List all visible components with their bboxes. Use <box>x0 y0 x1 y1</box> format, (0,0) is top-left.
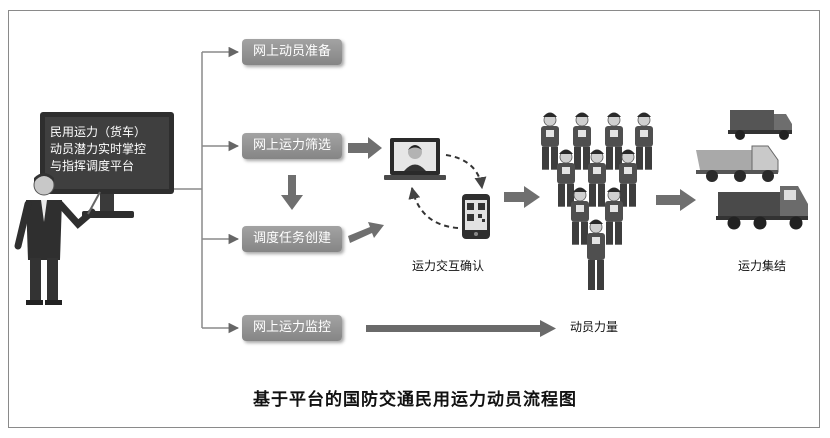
branch-connectors <box>174 46 240 334</box>
presenter-figure-icon <box>14 173 101 305</box>
screen-line-1: 民用运力（货车） <box>50 125 147 139</box>
label-mobilized-force: 动员力量 <box>569 320 618 334</box>
dump-truck-medium-icon <box>696 145 779 182</box>
label-capacity-assembly: 运力集结 <box>737 259 786 273</box>
arrow-to-force <box>504 186 540 208</box>
label-capacity-interaction: 运力交互确认 <box>411 259 484 273</box>
soldier-icon <box>587 219 605 290</box>
mobilized-force-group <box>541 112 653 290</box>
cargo-truck-large-icon <box>716 186 808 230</box>
screen-line-2: 动员潜力实时掌控 <box>50 142 147 156</box>
dump-truck-small-icon <box>728 110 792 140</box>
flow-arrows <box>281 137 696 243</box>
soldier-icon <box>619 149 637 207</box>
screen-line-3: 与指挥调度平台 <box>50 159 135 173</box>
soldier-icon <box>571 187 589 245</box>
step-online-capacity-monitoring: 网上运力监控 <box>242 315 342 341</box>
interaction-loop-arrows <box>408 154 487 229</box>
arrow-to-laptop <box>348 137 382 159</box>
platform-screen-text: 民用运力（货车） 动员潜力实时掌控 与指挥调度平台 <box>50 124 168 175</box>
arrow-from-dispatch <box>348 222 384 243</box>
monitor-arrow <box>366 320 556 337</box>
soldier-icon <box>605 112 623 170</box>
arrow-to-assembly <box>656 189 696 211</box>
step-online-capacity-screening: 网上运力筛选 <box>242 133 342 159</box>
soldier-icon <box>541 112 559 170</box>
soldier-icon <box>588 149 606 207</box>
step-dispatch-task-creation: 调度任务创建 <box>242 226 342 252</box>
diagram-frame <box>8 10 820 428</box>
soldier-icon <box>605 187 623 245</box>
soldier-icon <box>635 112 653 170</box>
down-arrow <box>281 175 303 210</box>
video-call-laptop-icon <box>384 138 446 180</box>
diagram-caption: 基于平台的国防交通民用运力动员流程图 <box>253 390 577 410</box>
step-online-mobilization-prep: 网上动员准备 <box>242 39 342 65</box>
phone-qr-icon <box>462 194 490 239</box>
soldier-icon <box>557 149 575 207</box>
soldier-icon <box>573 112 591 170</box>
